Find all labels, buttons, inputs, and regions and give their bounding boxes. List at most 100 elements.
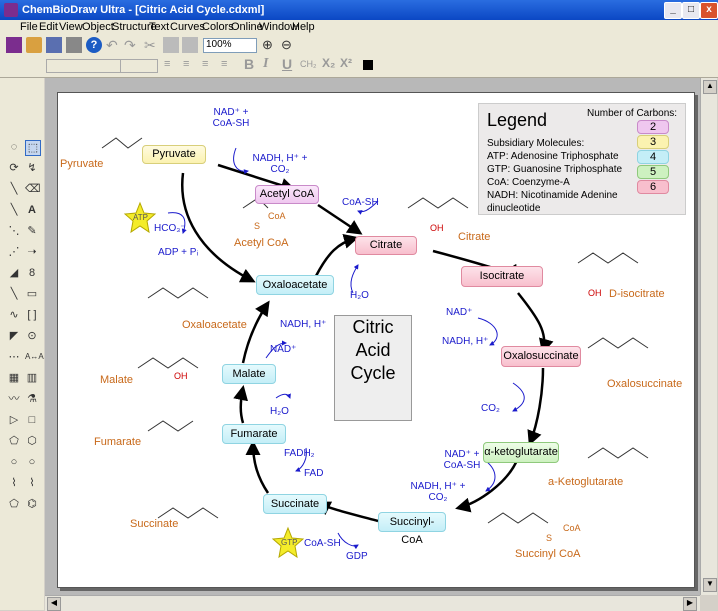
- lasso-tool-icon[interactable]: ◌: [10, 141, 18, 153]
- drawing-page[interactable]: Pyruvate Acetyl CoA Citrate Isocitrate O…: [57, 92, 695, 588]
- a-ketoglutarate-node[interactable]: α-ketoglutarate: [483, 442, 559, 463]
- oxalosuccinate-node[interactable]: Oxalosuccinate: [501, 346, 581, 367]
- wedged-hash-icon[interactable]: ◤: [9, 330, 19, 342]
- orbital-tool-icon[interactable]: 8: [28, 267, 36, 279]
- wedge-bond-icon[interactable]: ◢: [9, 267, 19, 279]
- template-tool-icon[interactable]: ⚗: [27, 393, 37, 405]
- justify-icon[interactable]: ≡: [221, 58, 228, 70]
- hash-bond-icon[interactable]: ⋯: [8, 351, 20, 363]
- hashed-bond-icon[interactable]: ⋰: [8, 246, 20, 258]
- align-right-icon[interactable]: ≡: [202, 58, 209, 70]
- malate-node[interactable]: Malate: [222, 364, 276, 384]
- benzene-ring-icon[interactable]: ⌬: [27, 498, 37, 510]
- coa-label-1: CoA: [268, 211, 286, 221]
- zoom-out-icon[interactable]: ⊖: [281, 37, 292, 52]
- isocitrate-node[interactable]: Isocitrate: [461, 266, 543, 287]
- heptagon-ring-icon[interactable]: ○: [10, 456, 18, 468]
- wavy-bond-icon[interactable]: ∿: [9, 309, 19, 321]
- undo-icon[interactable]: ↶: [106, 37, 118, 53]
- legend-line-nadh: NADH: Nicotinamide Adenine: [487, 190, 618, 201]
- subscript-button[interactable]: X₂: [322, 56, 336, 70]
- save-icon[interactable]: [46, 37, 62, 53]
- copy-icon[interactable]: [163, 37, 179, 53]
- triangle-ring-icon[interactable]: ▷: [9, 414, 19, 426]
- double-bond-icon[interactable]: ╲: [10, 204, 18, 216]
- menu-online[interactable]: Online: [231, 21, 263, 33]
- cyclohexane-chair2-icon[interactable]: ⌇: [29, 477, 35, 489]
- zoom-select[interactable]: 100%: [203, 38, 257, 53]
- menu-file[interactable]: File: [20, 21, 38, 33]
- marquee-tool-icon[interactable]: ⬚: [25, 140, 41, 156]
- maximize-button[interactable]: □: [682, 2, 700, 19]
- scroll-left-icon[interactable]: ◀: [47, 597, 61, 611]
- menu-help[interactable]: Help: [292, 21, 315, 33]
- document-canvas[interactable]: Pyruvate Acetyl CoA Citrate Isocitrate O…: [45, 78, 700, 595]
- dashed-bond-icon[interactable]: ⋱: [8, 225, 20, 237]
- open-icon[interactable]: [26, 37, 42, 53]
- underline-button[interactable]: U: [282, 56, 293, 72]
- minimize-button[interactable]: _: [664, 2, 682, 19]
- cyclopentadiene-icon[interactable]: ⬠: [9, 498, 19, 510]
- structure-perspective-icon[interactable]: ↯: [27, 162, 37, 174]
- zoom-in-icon[interactable]: ⊕: [262, 37, 273, 52]
- menu-colors[interactable]: Colors: [202, 21, 234, 33]
- eraser-icon[interactable]: ⌫: [25, 183, 41, 195]
- menu-object[interactable]: Object: [82, 21, 114, 33]
- menu-view[interactable]: View: [59, 21, 83, 33]
- fumarate-node[interactable]: Fumarate: [222, 424, 286, 444]
- cut-icon[interactable]: ✂: [144, 37, 156, 53]
- scroll-down-icon[interactable]: ▼: [703, 578, 717, 592]
- horizontal-scrollbar[interactable]: ◀ ▶: [45, 595, 700, 611]
- scroll-right-icon[interactable]: ▶: [683, 597, 697, 611]
- square-ring-icon[interactable]: □: [28, 414, 36, 426]
- citrate-node[interactable]: Citrate: [355, 236, 417, 255]
- redo-icon[interactable]: ↷: [124, 37, 136, 53]
- solid-bond-icon[interactable]: ╲: [10, 183, 18, 195]
- color-swatch[interactable]: [363, 60, 373, 70]
- formula-button[interactable]: CH₂: [300, 59, 317, 69]
- align-left-icon[interactable]: ≡: [164, 58, 171, 70]
- menu-curves[interactable]: Curves: [170, 21, 205, 33]
- mapping-tool-icon[interactable]: A↔A: [25, 352, 44, 361]
- size-select[interactable]: [120, 59, 158, 73]
- app-doc-icon[interactable]: [6, 37, 22, 53]
- cycle-title-line-3: Cycle: [350, 363, 396, 383]
- pyruvate-node[interactable]: Pyruvate: [142, 145, 206, 164]
- superscript-button[interactable]: X²: [340, 56, 352, 70]
- drawing-element-icon[interactable]: ▭: [26, 288, 38, 300]
- menu-text[interactable]: Text: [149, 21, 170, 33]
- h2o-citrate-label: H₂O: [350, 290, 369, 301]
- chain-tool-icon[interactable]: 〰: [8, 393, 20, 405]
- oxaloacetate-node[interactable]: Oxaloacetate: [256, 275, 334, 295]
- table-tool-icon[interactable]: ▦: [8, 372, 20, 384]
- octagon-ring-icon[interactable]: ○: [28, 456, 36, 468]
- pentagon-ring-icon[interactable]: ⬠: [9, 435, 19, 447]
- paste-icon[interactable]: [182, 37, 198, 53]
- pen-tool-icon[interactable]: ✎: [27, 225, 37, 237]
- italic-button[interactable]: I: [263, 56, 269, 71]
- tlc-tool-icon[interactable]: ▥: [26, 372, 38, 384]
- text-tool-icon[interactable]: A: [28, 204, 36, 216]
- scroll-up-icon[interactable]: ▲: [703, 80, 717, 94]
- help-icon[interactable]: ?: [86, 37, 102, 53]
- menu-window[interactable]: Window: [259, 21, 299, 33]
- bracket-tool-icon[interactable]: [ ]: [27, 309, 37, 321]
- menu-structure[interactable]: Structure: [112, 21, 157, 33]
- bold-button[interactable]: B: [244, 56, 255, 72]
- gtp-label: GTP: [281, 538, 298, 547]
- fumarate-structure-label: Fumarate: [94, 436, 142, 448]
- hexagon-ring-icon[interactable]: ⬡: [27, 435, 37, 447]
- print-icon[interactable]: [66, 37, 82, 53]
- align-center-icon[interactable]: ≡: [183, 58, 190, 70]
- rotate-tool-icon[interactable]: ⟳: [9, 162, 19, 174]
- menu-edit[interactable]: Edit: [39, 21, 58, 33]
- arrow-tool-icon[interactable]: ➝: [27, 246, 37, 258]
- bold-bond-icon[interactable]: ╲: [10, 288, 18, 300]
- close-button[interactable]: x: [700, 2, 718, 19]
- chemical-symbol-icon[interactable]: ⊙: [27, 330, 37, 342]
- succinyl-coa-node[interactable]: Succinyl-CoA: [378, 512, 446, 546]
- vertical-scrollbar[interactable]: ▲ ▼: [700, 78, 717, 595]
- succinate-node[interactable]: Succinate: [263, 494, 327, 514]
- cyclohexane-chair-icon[interactable]: ⌇: [11, 477, 17, 489]
- acetyl-coa-node[interactable]: Acetyl CoA: [255, 185, 319, 204]
